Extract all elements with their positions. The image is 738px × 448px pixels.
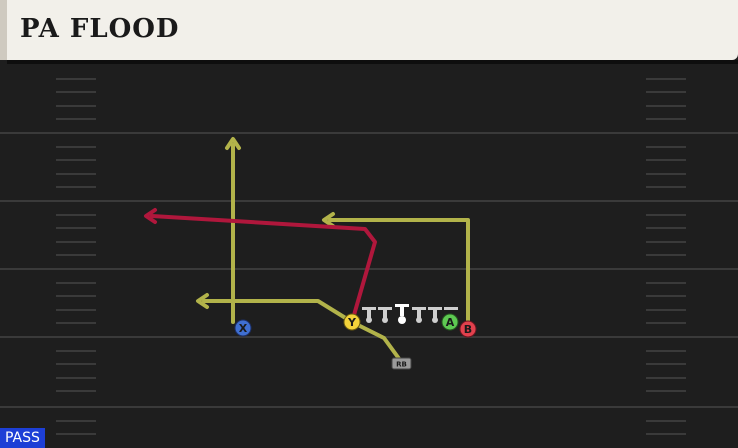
- lineman-rg: [412, 307, 426, 323]
- route-y-flat: [202, 299, 354, 324]
- player-a-label: A: [446, 316, 455, 329]
- tackle-marker: [444, 307, 458, 310]
- lineman-center: [395, 304, 409, 324]
- player-x-label: X: [239, 322, 248, 335]
- play-type-badge: PASS: [0, 428, 45, 448]
- lineman-rt: [428, 307, 442, 323]
- player-rb[interactable]: RB: [391, 357, 412, 370]
- player-rb-marker: [391, 357, 412, 370]
- route-y-post-corner-arrowhead: [144, 208, 157, 224]
- player-a[interactable]: A: [441, 313, 459, 331]
- player-b-label: B: [464, 323, 472, 336]
- route-x-go-arrowhead: [225, 137, 241, 150]
- player-y-label: Y: [347, 316, 357, 329]
- player-rb-label: RB: [396, 361, 407, 369]
- hash-marks-right: [646, 78, 686, 435]
- offensive-line: [362, 304, 458, 324]
- play-title: PA FLOOD: [20, 14, 180, 44]
- player-x-marker: [234, 319, 252, 337]
- route-b-in-arrowhead: [322, 212, 335, 228]
- hash-marks-left: [56, 78, 96, 435]
- player-a-marker: [441, 313, 459, 331]
- player-y-marker: [343, 313, 361, 331]
- lineman-lt: [362, 307, 376, 323]
- route-b-in: [328, 218, 470, 328]
- title-bar: PA FLOOD: [0, 0, 738, 64]
- player-y[interactable]: Y: [343, 313, 361, 331]
- route-rb-check: [350, 320, 402, 362]
- lineman-lg: [378, 307, 392, 323]
- play-field: X Y A B RB: [0, 78, 738, 435]
- player-b-marker: [459, 320, 477, 338]
- route-y-flat-arrowhead: [196, 293, 209, 309]
- player-x[interactable]: X: [234, 319, 252, 337]
- player-b[interactable]: B: [459, 320, 477, 338]
- route-y-post-corner: [150, 214, 377, 324]
